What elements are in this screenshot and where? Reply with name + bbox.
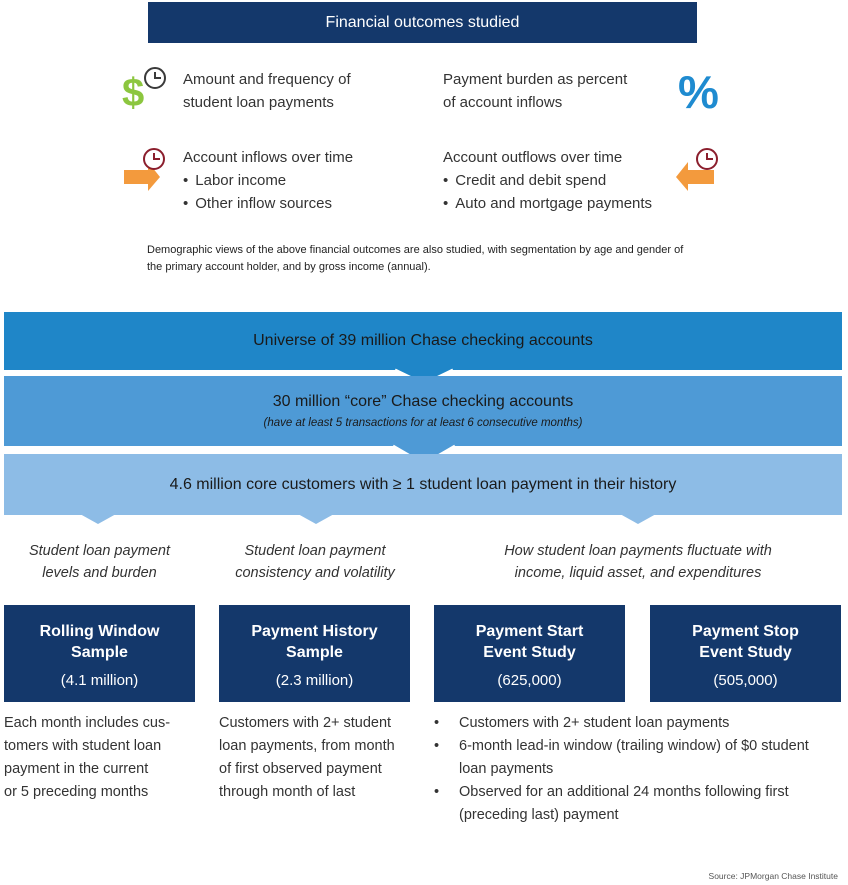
- outcome-outflows-title: Account outflows over time: [443, 149, 623, 166]
- svg-text:%: %: [678, 66, 719, 114]
- sample-payment-history: Payment History Sample (2.3 million): [219, 605, 410, 702]
- question-line: consistency and volatility: [235, 565, 395, 581]
- header-title: Financial outcomes studied: [325, 13, 520, 31]
- arrow-out-clock-icon: [676, 148, 718, 191]
- desc-line: payment in the current: [4, 761, 149, 777]
- arrow-in-clock-icon: [124, 148, 165, 191]
- bullet-line: Customers with 2+ student loan payments: [459, 715, 730, 731]
- sample-title: Payment Start: [475, 623, 584, 640]
- outcome-inflows-title: Account inflows over time: [183, 149, 354, 166]
- demographic-note: Demographic views of the above financial…: [147, 242, 707, 276]
- desc-line: or 5 preceding months: [4, 784, 149, 800]
- question-line: Student loan payment: [244, 543, 386, 559]
- outcome-burden-line1: Payment burden as percent: [443, 71, 628, 88]
- outcome-inflows: Account inflows over time Labor income O…: [183, 146, 353, 215]
- sample-count: (505,000): [713, 672, 778, 689]
- desc-rolling-window: Each month includes cus- tomers with stu…: [4, 712, 204, 804]
- sample-count: (625,000): [497, 672, 562, 689]
- funnel-level-2: 30 million “core” Chase checking account…: [4, 376, 842, 446]
- desc-line: Customers with 2+ student: [219, 715, 392, 731]
- outcome-burden-line2: of account inflows: [443, 94, 563, 111]
- sample-title: Sample: [71, 644, 128, 661]
- funnel-level-1: Universe of 39 million Chase checking ac…: [4, 312, 842, 370]
- desc-line: of first observed payment: [219, 761, 382, 777]
- bullet-line: Observed for an additional 24 months fol…: [459, 784, 789, 800]
- pointer-3: [620, 514, 656, 524]
- section-header: Financial outcomes studied: [148, 2, 697, 43]
- bullet-line: (preceding last) payment: [459, 807, 619, 823]
- sample-title: Event Study: [699, 644, 792, 661]
- funnel-level-2-sub: (have at least 5 transactions for at lea…: [263, 417, 583, 429]
- question-consistency: Student loan payment consistency and vol…: [210, 540, 420, 584]
- question-line: Student loan payment: [28, 543, 171, 559]
- funnel-pointers: [80, 514, 656, 524]
- inflows-item: Labor income: [183, 169, 353, 192]
- event-bullet: Customers with 2+ student loan payments: [434, 712, 844, 735]
- inflows-item: Other inflow sources: [183, 192, 353, 215]
- source-note: Source: JPMorgan Chase Institute: [708, 871, 838, 881]
- sample-title: Event Study: [483, 644, 576, 661]
- event-bullet: Observed for an additional 24 months fol…: [434, 781, 844, 827]
- question-fluctuation: How student loan payments fluctuate with…: [470, 540, 806, 584]
- desc-line: loan payments, from month: [219, 738, 395, 754]
- sample-count: (2.3 million): [275, 672, 354, 689]
- question-line: How student loan payments fluctuate with: [504, 543, 772, 559]
- outflows-item: Credit and debit spend: [443, 169, 652, 192]
- sample-payment-stop: Payment Stop Event Study (505,000): [650, 605, 841, 702]
- bullet-line: 6-month lead-in window (trailing window)…: [459, 738, 809, 754]
- outcome-payments: Amount and frequency of student loan pay…: [183, 68, 351, 114]
- demographic-line1: Demographic views of the above financial…: [147, 244, 684, 256]
- outcome-burden: Payment burden as percent of account inf…: [443, 68, 627, 114]
- sample-count: (4.1 million): [60, 672, 139, 689]
- question-line: income, liquid asset, and expenditures: [514, 565, 762, 581]
- outcome-payments-line1: Amount and frequency of: [183, 71, 351, 88]
- percent-icon: %: [678, 66, 719, 114]
- svg-text:$: $: [122, 71, 144, 112]
- funnel-level-3-label: 4.6 million core customers with ≥ 1 stud…: [169, 475, 677, 493]
- sample-rolling-window: Rolling Window Sample (4.1 million): [4, 605, 195, 702]
- dollar-clock-icon: $: [122, 67, 166, 112]
- bullet-line: loan payments: [459, 761, 554, 777]
- funnel-level-2-label: 30 million “core” Chase checking account…: [272, 393, 574, 410]
- pointer-2: [298, 514, 334, 524]
- desc-payment-history: Customers with 2+ student loan payments,…: [219, 712, 424, 804]
- sample-payment-start: Payment Start Event Study (625,000): [434, 605, 625, 702]
- question-levels: Student loan payment levels and burden: [4, 540, 195, 584]
- sample-title: Payment Stop: [692, 623, 799, 640]
- demographic-line2: the primary account holder, and by gross…: [147, 261, 431, 273]
- question-line: levels and burden: [42, 565, 157, 581]
- outcome-payments-line2: student loan payments: [183, 94, 334, 111]
- desc-line: Each month includes cus-: [4, 715, 171, 731]
- sample-title: Sample: [286, 644, 343, 661]
- funnel-level-1-label: Universe of 39 million Chase checking ac…: [253, 332, 593, 349]
- desc-line: through month of last: [219, 784, 356, 800]
- outcome-outflows: Account outflows over time Credit and de…: [443, 146, 652, 215]
- desc-event-studies: Customers with 2+ student loan payments …: [434, 712, 844, 827]
- desc-line: tomers with student loan: [4, 738, 162, 754]
- pointer-1: [80, 514, 116, 524]
- event-bullet: 6-month lead-in window (trailing window)…: [434, 735, 844, 781]
- outflows-item: Auto and mortgage payments: [443, 192, 652, 215]
- sample-title: Rolling Window: [39, 623, 160, 640]
- funnel-level-3: 4.6 million core customers with ≥ 1 stud…: [4, 454, 842, 515]
- sample-title: Payment History: [251, 623, 378, 640]
